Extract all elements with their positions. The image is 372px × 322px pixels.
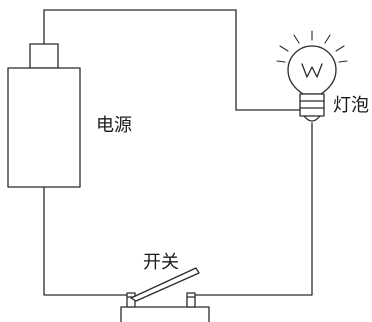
switch-blade <box>130 267 200 302</box>
bulb-base <box>299 93 325 117</box>
wire-right <box>191 122 313 296</box>
power-source-label: 电源 <box>96 115 132 136</box>
bulb-tip <box>303 115 321 122</box>
bulb-label: 灯泡 <box>333 95 369 116</box>
power-source-terminal <box>29 43 59 69</box>
switch-icon <box>120 267 210 322</box>
wire-left <box>43 186 132 296</box>
power-source <box>7 43 81 188</box>
switch-base <box>120 306 210 322</box>
bulb-rays <box>276 30 348 63</box>
wire-top <box>43 9 301 111</box>
power-source-body <box>7 67 81 188</box>
bulb-glass <box>287 45 337 95</box>
switch-right-post <box>186 292 196 308</box>
switch-label: 开关 <box>143 252 179 273</box>
bulb-filament <box>301 63 323 78</box>
bulb-icon <box>276 30 348 122</box>
